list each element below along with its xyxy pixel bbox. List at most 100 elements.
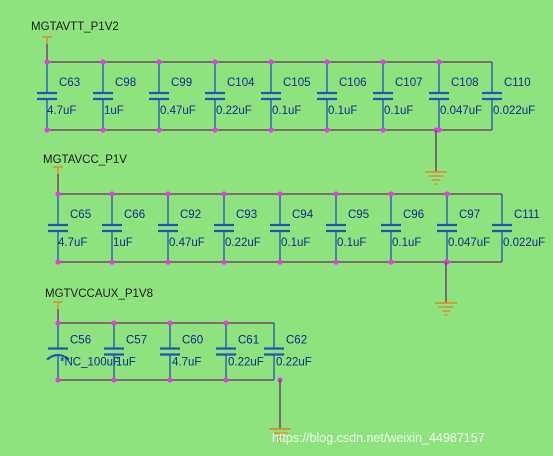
capacitor-ref-label: C92 (180, 209, 201, 221)
power-flag-icon (53, 166, 63, 174)
capacitor-icon (102, 194, 122, 262)
junction-dot (156, 127, 162, 133)
capacitor-icon (437, 194, 457, 262)
capacitor-icon (270, 194, 290, 262)
capacitor-value-label: 0.1uF (392, 237, 421, 249)
capacitor-value-label: 0.47uF (169, 237, 205, 249)
capacitor-c61: C61 0.22uF (216, 320, 264, 383)
capacitor-icon (482, 62, 502, 130)
capacitor-ref-label: C111 (514, 209, 540, 221)
capacitor-ref-label: C63 (59, 77, 80, 89)
capacitor-value-label: 4.7uF (172, 357, 201, 369)
capacitor-c65: C65 4.7uF (48, 191, 91, 265)
junction-dot (324, 127, 330, 133)
capacitor-value-label: 0.22uF (276, 357, 312, 369)
junction-dot (111, 320, 117, 326)
junction-dot (268, 59, 274, 65)
power-flag-icon (53, 301, 63, 309)
junction-dot (109, 191, 115, 197)
capacitor-icon (261, 62, 281, 130)
capacitor-icon (214, 194, 234, 262)
junction-dot (167, 377, 173, 383)
junction-dot (388, 259, 394, 265)
capacitor-ref-label: C104 (227, 77, 255, 89)
ground-icon (269, 428, 291, 442)
junction-dot (55, 377, 61, 383)
junction-dot (380, 59, 386, 65)
junction-dot (223, 377, 229, 383)
junction-dot (388, 191, 394, 197)
capacitor-icon (149, 62, 169, 130)
capacitor-icon (104, 323, 124, 380)
capacitor-value-label: 0.1uF (384, 105, 413, 117)
junction-dot (55, 259, 61, 265)
capacitor-c60: C60 4.7uF (160, 320, 203, 383)
capacitor-icon (264, 323, 284, 380)
capacitor-ref-label: C65 (70, 209, 91, 221)
capacitor-value-label: 4.7uF (58, 237, 87, 249)
capacitor-value-label: 1uF (104, 105, 124, 117)
junction-dot (436, 59, 442, 65)
capacitor-ref-label: C97 (459, 209, 480, 221)
junction-dot (212, 59, 218, 65)
capacitor-icon (158, 194, 178, 262)
capacitor-ref-label: C98 (115, 77, 136, 89)
capacitor-ref-label: C96 (403, 209, 424, 221)
junction-dot (277, 259, 283, 265)
capacitor-ref-label: C56 (70, 335, 91, 347)
capacitor-value-label: 0.22uF (228, 357, 264, 369)
capacitor-c92: C92 0.47uF (158, 191, 205, 265)
capacitor-icon (326, 194, 346, 262)
capacitor-ref-label: C107 (395, 77, 423, 89)
capacitor-ref-label: C99 (171, 77, 192, 89)
capacitor-c110: C110 0.022uF (482, 62, 535, 130)
capacitor-c93: C93 0.22uF (214, 191, 261, 265)
net-block-mgtavtt-p1v2: MGTAVTT_P1V2C634.7uFC981uFC990.47uFC1040… (31, 21, 535, 185)
junction-dot (55, 320, 61, 326)
capacitor-icon (373, 62, 393, 130)
net-label: MGTAVCC_P1V (43, 154, 127, 166)
capacitor-icon (160, 323, 180, 380)
capacitor-ref-label: C95 (348, 209, 369, 221)
capacitor-c56: C56 *NC_100uF (46, 320, 120, 383)
capacitor-ref-label: C66 (124, 209, 145, 221)
capacitor-icon (37, 62, 57, 130)
capacitor-icon (216, 323, 236, 380)
junction-dot (324, 59, 330, 65)
junction-dot (165, 191, 171, 197)
junction-dot (167, 320, 173, 326)
junction-dot (444, 191, 450, 197)
capacitor-ref-label: C60 (182, 335, 203, 347)
capacitor-value-label: 0.1uF (328, 105, 357, 117)
capacitor-ref-label: C61 (238, 335, 259, 347)
junction-dot (277, 191, 283, 197)
capacitor-icon (93, 62, 113, 130)
junction-dot (165, 259, 171, 265)
junction-dot (333, 259, 339, 265)
capacitor-value-label: 4.7uF (47, 105, 76, 117)
capacitor-icon (317, 62, 337, 130)
capacitor-ref-label: C93 (236, 209, 257, 221)
capacitor-value-label: 1uF (116, 357, 136, 369)
capacitor-c98: C98 1uF (93, 59, 136, 133)
capacitor-icon (48, 194, 68, 262)
capacitor-value-label: *NC_100uF (60, 357, 120, 369)
junction-dot (221, 259, 227, 265)
net-label: MGTAVTT_P1V2 (31, 21, 119, 33)
capacitor-value-label: 0.022uF (493, 105, 535, 117)
junction-dot (44, 59, 50, 65)
junction-dot (44, 127, 50, 133)
capacitor-value-label: 0.1uF (272, 105, 301, 117)
capacitor-c63: C63 4.7uF (37, 59, 80, 133)
capacitor-value-label: 0.22uF (225, 237, 261, 249)
capacitor-ref-label: C110 (504, 77, 531, 89)
capacitor-icon (429, 62, 449, 130)
junction-dot (268, 127, 274, 133)
